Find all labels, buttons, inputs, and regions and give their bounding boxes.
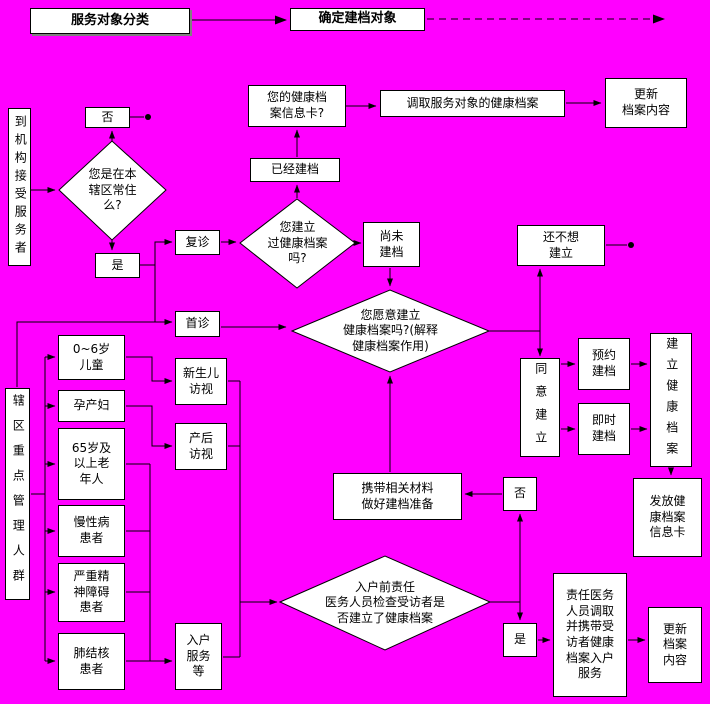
terminator-dot <box>628 242 634 248</box>
box-not-yet-filed: 尚未 建档 <box>363 222 420 267</box>
box-return-visit: 复诊 <box>175 230 220 255</box>
box-already-filed: 已经建档 <box>250 158 340 182</box>
box-no-resident: 否 <box>85 107 130 128</box>
box-health-record-info-card: 您的健康档 案信息卡? <box>248 85 346 127</box>
box-unwilling-to-file: 还不想 建立 <box>517 225 605 266</box>
box-determine-filing-targets: 确定建档对象 <box>290 8 425 31</box>
box-service-object-classification: 服务对象分类 <box>30 8 190 34</box>
diamond-home-visit-check: 入户前责任 医务人员检查受访者是 否建立了健康档案 <box>324 579 445 625</box>
diamond-resident-question-shape <box>58 140 167 241</box>
box-chronic-disease: 慢性病 患者 <box>58 505 125 557</box>
box-staff-carry-record: 责任医务 人员调取 并携带受 访者健康 档案入户 服务 <box>553 573 627 697</box>
box-no-record: 否 <box>503 477 537 511</box>
diamond-resident-question: 您是在本 辖区常住 么? <box>88 167 137 213</box>
box-first-visit: 首诊 <box>175 311 220 337</box>
box-yes-record: 是 <box>503 623 537 657</box>
box-appointment-filing: 预约 建档 <box>578 338 630 390</box>
box-issue-info-card: 发放健 康档案 信息卡 <box>633 478 702 557</box>
box-institution-service-receivers: 到机构接受服务者 <box>8 108 31 266</box>
box-retrieve-health-record: 调取服务对象的健康档案 <box>380 90 565 117</box>
diamond-willing-question-shape <box>290 289 491 373</box>
box-agree-to-file: 同意建立 <box>520 358 560 457</box>
box-key-management-groups: 辖区重点管理人群 <box>5 388 30 600</box>
box-newborn-visit: 新生儿 访视 <box>175 358 227 405</box>
box-immediate-filing: 即时 建档 <box>578 403 630 455</box>
box-postpartum-visit: 产后 访视 <box>175 423 227 470</box>
box-pregnant-women: 孕产妇 <box>58 390 125 422</box>
diamond-home-visit-check-shape <box>278 555 492 651</box>
box-elderly-65: 65岁及 以上老 年人 <box>58 428 125 500</box>
box-create-health-record: 建立健康档案 <box>650 333 692 467</box>
terminator-dots <box>145 114 634 248</box>
box-mental-disorder: 严重精 神障碍 患者 <box>58 563 125 622</box>
box-yes-resident: 是 <box>95 253 140 278</box>
diamond-has-record-question-shape <box>239 198 356 289</box>
connector-lines <box>16 14 674 664</box>
diamond-willing-question: 您愿意建立 健康档案吗?(解释 健康档案作用) <box>342 307 439 353</box>
diamond-has-record-question: 您建立 过健康档案 吗? <box>267 220 328 266</box>
box-update-record-content-bottom: 更新 档案 内容 <box>648 607 702 683</box>
box-children-0-6: 0~6岁 儿童 <box>58 335 125 380</box>
box-home-service: 入户 服务 等 <box>175 623 222 690</box>
decision-diamonds <box>58 140 492 651</box>
box-bring-materials: 携带相关材料 做好建档准备 <box>333 473 462 520</box>
terminator-dot <box>145 114 151 120</box>
box-tuberculosis: 肺结核 患者 <box>58 633 125 690</box>
box-update-record-content-top: 更新 档案内容 <box>605 78 687 128</box>
